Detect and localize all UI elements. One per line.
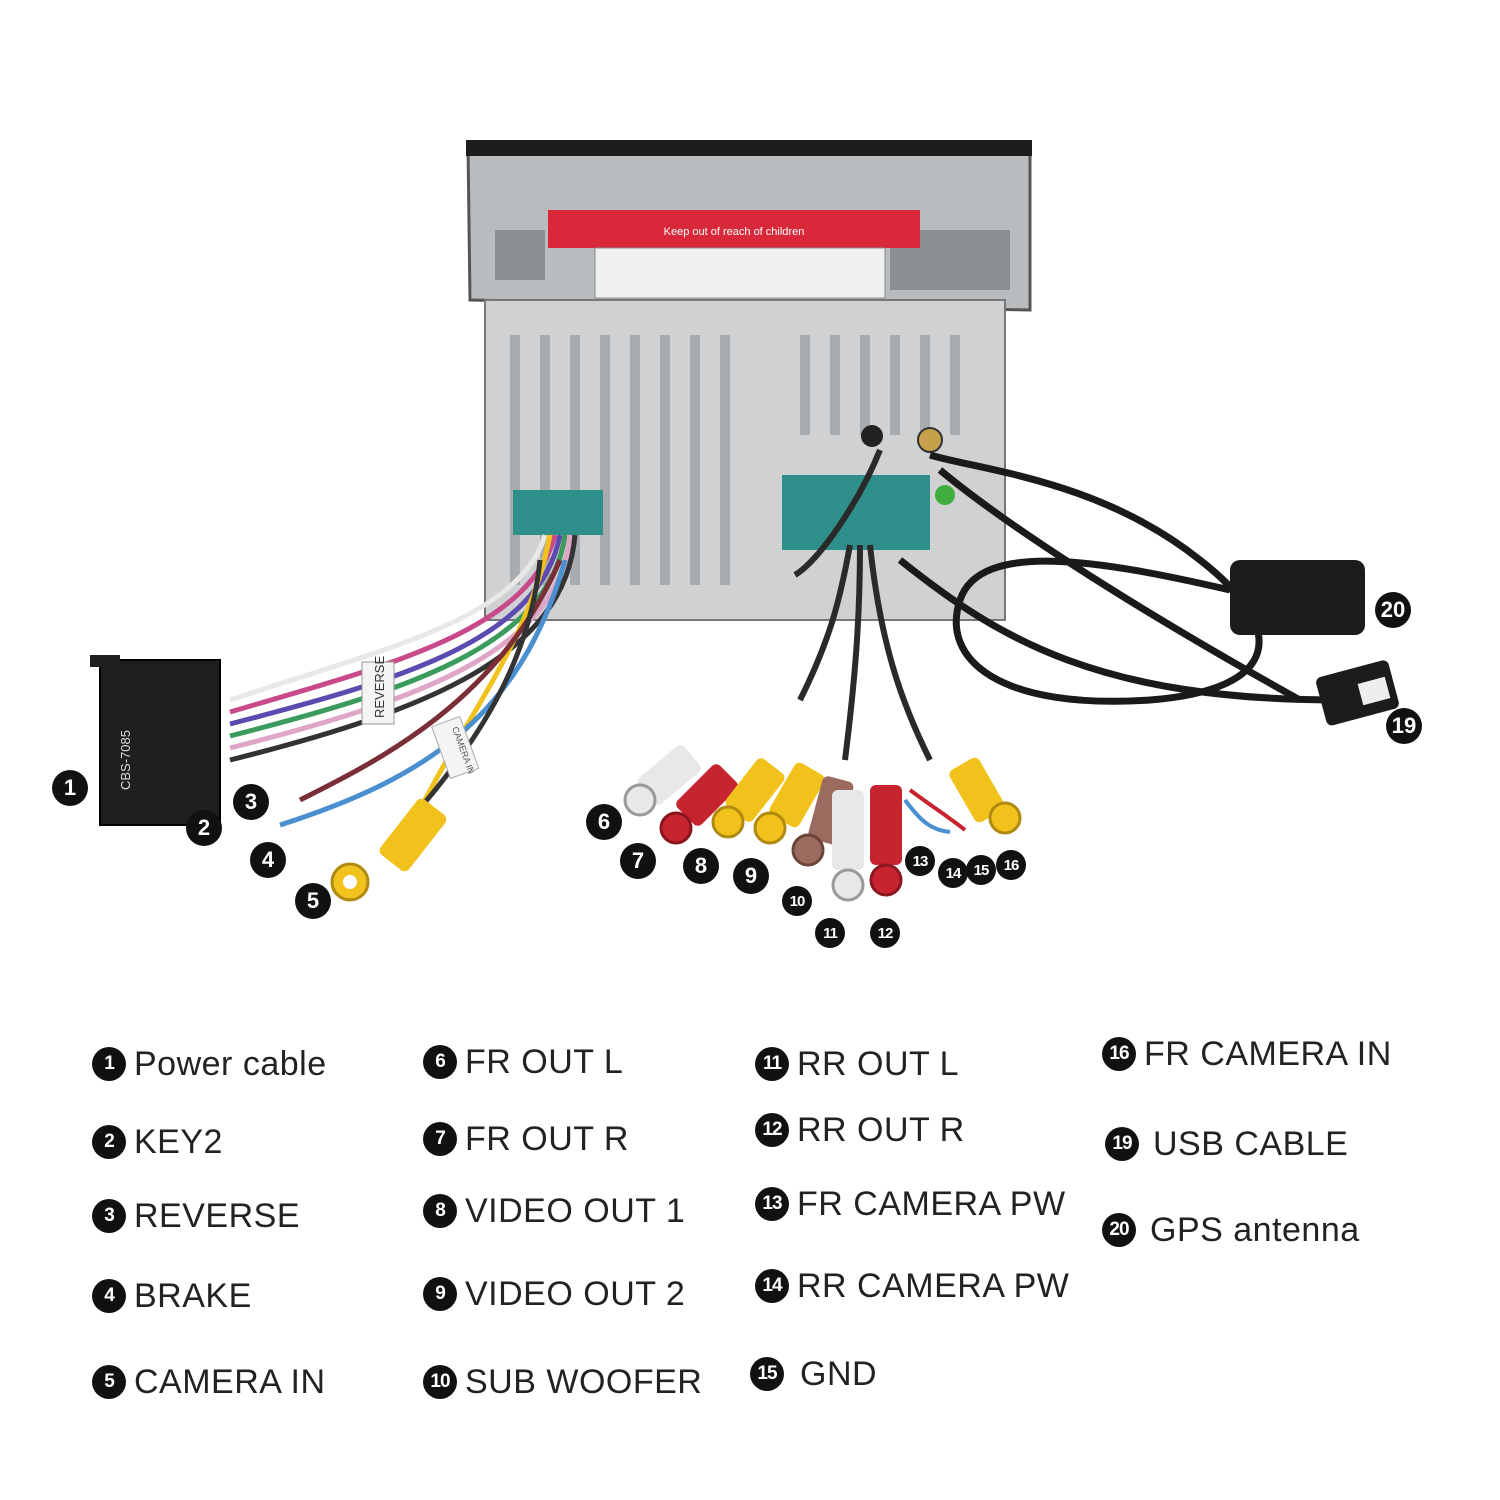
- legend-num: 3: [92, 1199, 126, 1233]
- legend-num: 19: [1105, 1127, 1139, 1161]
- legend-num: 15: [750, 1357, 784, 1391]
- legend-item-2: 2 KEY2: [92, 1120, 223, 1164]
- camera-in-rca: [330, 559, 543, 902]
- usb-socket: [861, 425, 883, 447]
- legend-num: 14: [755, 1269, 789, 1303]
- legend-label: USB CABLE: [1153, 1124, 1349, 1163]
- legend-label: GPS antenna: [1150, 1210, 1360, 1249]
- reverse-tag: REVERSE: [361, 656, 395, 725]
- legend-num: 9: [423, 1277, 457, 1311]
- callout-6: 6: [586, 804, 622, 840]
- svg-text:REVERSE: REVERSE: [372, 656, 387, 718]
- warning-label-text: Keep out of reach of children: [664, 226, 805, 238]
- legend-num: 8: [423, 1194, 457, 1228]
- legend-num: 20: [1102, 1213, 1136, 1247]
- legend-num: 5: [92, 1365, 126, 1399]
- legend-item-12: 12 RR OUT R: [755, 1108, 965, 1152]
- legend-item-9: 9 VIDEO OUT 2: [423, 1272, 685, 1316]
- legend-item-10: 10 SUB WOOFER: [423, 1360, 702, 1404]
- gps-usb-cable: [897, 451, 1341, 705]
- legend-item-7: 7 FR OUT R: [423, 1117, 629, 1161]
- legend-item-20: 20 GPS antenna: [1102, 1208, 1360, 1252]
- callout-3: 3: [233, 784, 269, 820]
- legend-item-4: 4 BRAKE: [92, 1274, 252, 1318]
- legend-label: SUB WOOFER: [465, 1362, 703, 1401]
- callout-2: 2: [186, 810, 222, 846]
- wiring-sticker: [594, 247, 886, 299]
- legend-item-15: 15 GND: [750, 1352, 877, 1396]
- callout-5: 5: [295, 883, 331, 919]
- callout-4: 4: [250, 842, 286, 878]
- callout-19: 19: [1386, 708, 1422, 744]
- callout-11: 11: [815, 918, 845, 948]
- legend-num: 6: [423, 1045, 457, 1079]
- legend-item-16: 16 FR CAMERA IN: [1102, 1032, 1392, 1076]
- callout-1: 1: [52, 770, 88, 806]
- legend-item-3: 3 REVERSE: [92, 1194, 300, 1238]
- legend-label: VIDEO OUT 2: [465, 1274, 686, 1313]
- callout-7: 7: [620, 843, 656, 879]
- legend-num: 4: [92, 1279, 126, 1313]
- legend-label: FR OUT L: [465, 1042, 624, 1081]
- legend-label: GND: [800, 1354, 878, 1393]
- legend-label: BRAKE: [134, 1276, 252, 1315]
- callout-14: 14: [938, 858, 968, 888]
- legend-label: REVERSE: [134, 1196, 300, 1235]
- legend-num: 12: [755, 1113, 789, 1147]
- legend-item-8: 8 VIDEO OUT 1: [423, 1189, 685, 1233]
- legend-num: 1: [92, 1047, 126, 1081]
- legend-item-14: 14 RR CAMERA PW: [755, 1264, 1069, 1308]
- callout-10: 10: [782, 886, 812, 916]
- legend-label: FR OUT R: [465, 1119, 629, 1158]
- callout-16: 16: [996, 850, 1026, 880]
- gps-socket: [917, 427, 943, 453]
- usb-plug: [1316, 660, 1399, 726]
- connector-box-label: CBS-7085: [118, 730, 133, 790]
- legend-num: 13: [755, 1187, 789, 1221]
- radio-rear-illustration: Keep out of reach of children: [90, 140, 1399, 902]
- legend-label: RR OUT L: [797, 1044, 960, 1083]
- legend-item-13: 13 FR CAMERA PW: [755, 1182, 1066, 1226]
- av-harness-socket: [782, 475, 930, 550]
- legend-item-5: 5 CAMERA IN: [92, 1360, 326, 1404]
- power-connector: CBS-7085: [90, 655, 221, 826]
- legend-num: 16: [1102, 1037, 1136, 1071]
- legend-label: CAMERA IN: [134, 1362, 326, 1401]
- legend-label: RR OUT R: [797, 1110, 965, 1149]
- legend-label: RR CAMERA PW: [797, 1266, 1070, 1305]
- legend-item-6: 6 FR OUT L: [423, 1040, 623, 1084]
- callout-15: 15: [966, 855, 996, 885]
- legend-item-11: 11 RR OUT L: [755, 1042, 959, 1086]
- legend-num: 2: [92, 1125, 126, 1159]
- callout-8: 8: [683, 848, 719, 884]
- legend-num: 7: [423, 1122, 457, 1156]
- callout-13: 13: [905, 846, 935, 876]
- warning-label: [548, 210, 920, 248]
- legend-label: Power cable: [134, 1044, 327, 1083]
- legend-label: FR CAMERA IN: [1144, 1034, 1392, 1073]
- ground-stud: [935, 485, 955, 505]
- av-wire-bundle: [793, 448, 933, 762]
- rca-plug-fan: [623, 745, 1022, 902]
- legend-num: 11: [755, 1047, 789, 1081]
- legend-item-1: 1 Power cable: [92, 1042, 327, 1086]
- gps-antenna-module: [1230, 560, 1365, 635]
- legend-item-19: 19 USB CABLE: [1105, 1122, 1348, 1166]
- legend-num: 10: [423, 1365, 457, 1399]
- callout-12: 12: [870, 918, 900, 948]
- head-unit: Keep out of reach of children: [466, 140, 1032, 621]
- callout-9: 9: [733, 858, 769, 894]
- callout-20: 20: [1375, 592, 1411, 628]
- legend-label: KEY2: [134, 1122, 223, 1161]
- legend-label: FR CAMERA PW: [797, 1184, 1066, 1223]
- main-harness-socket: [513, 490, 603, 535]
- legend-label: VIDEO OUT 1: [465, 1191, 686, 1230]
